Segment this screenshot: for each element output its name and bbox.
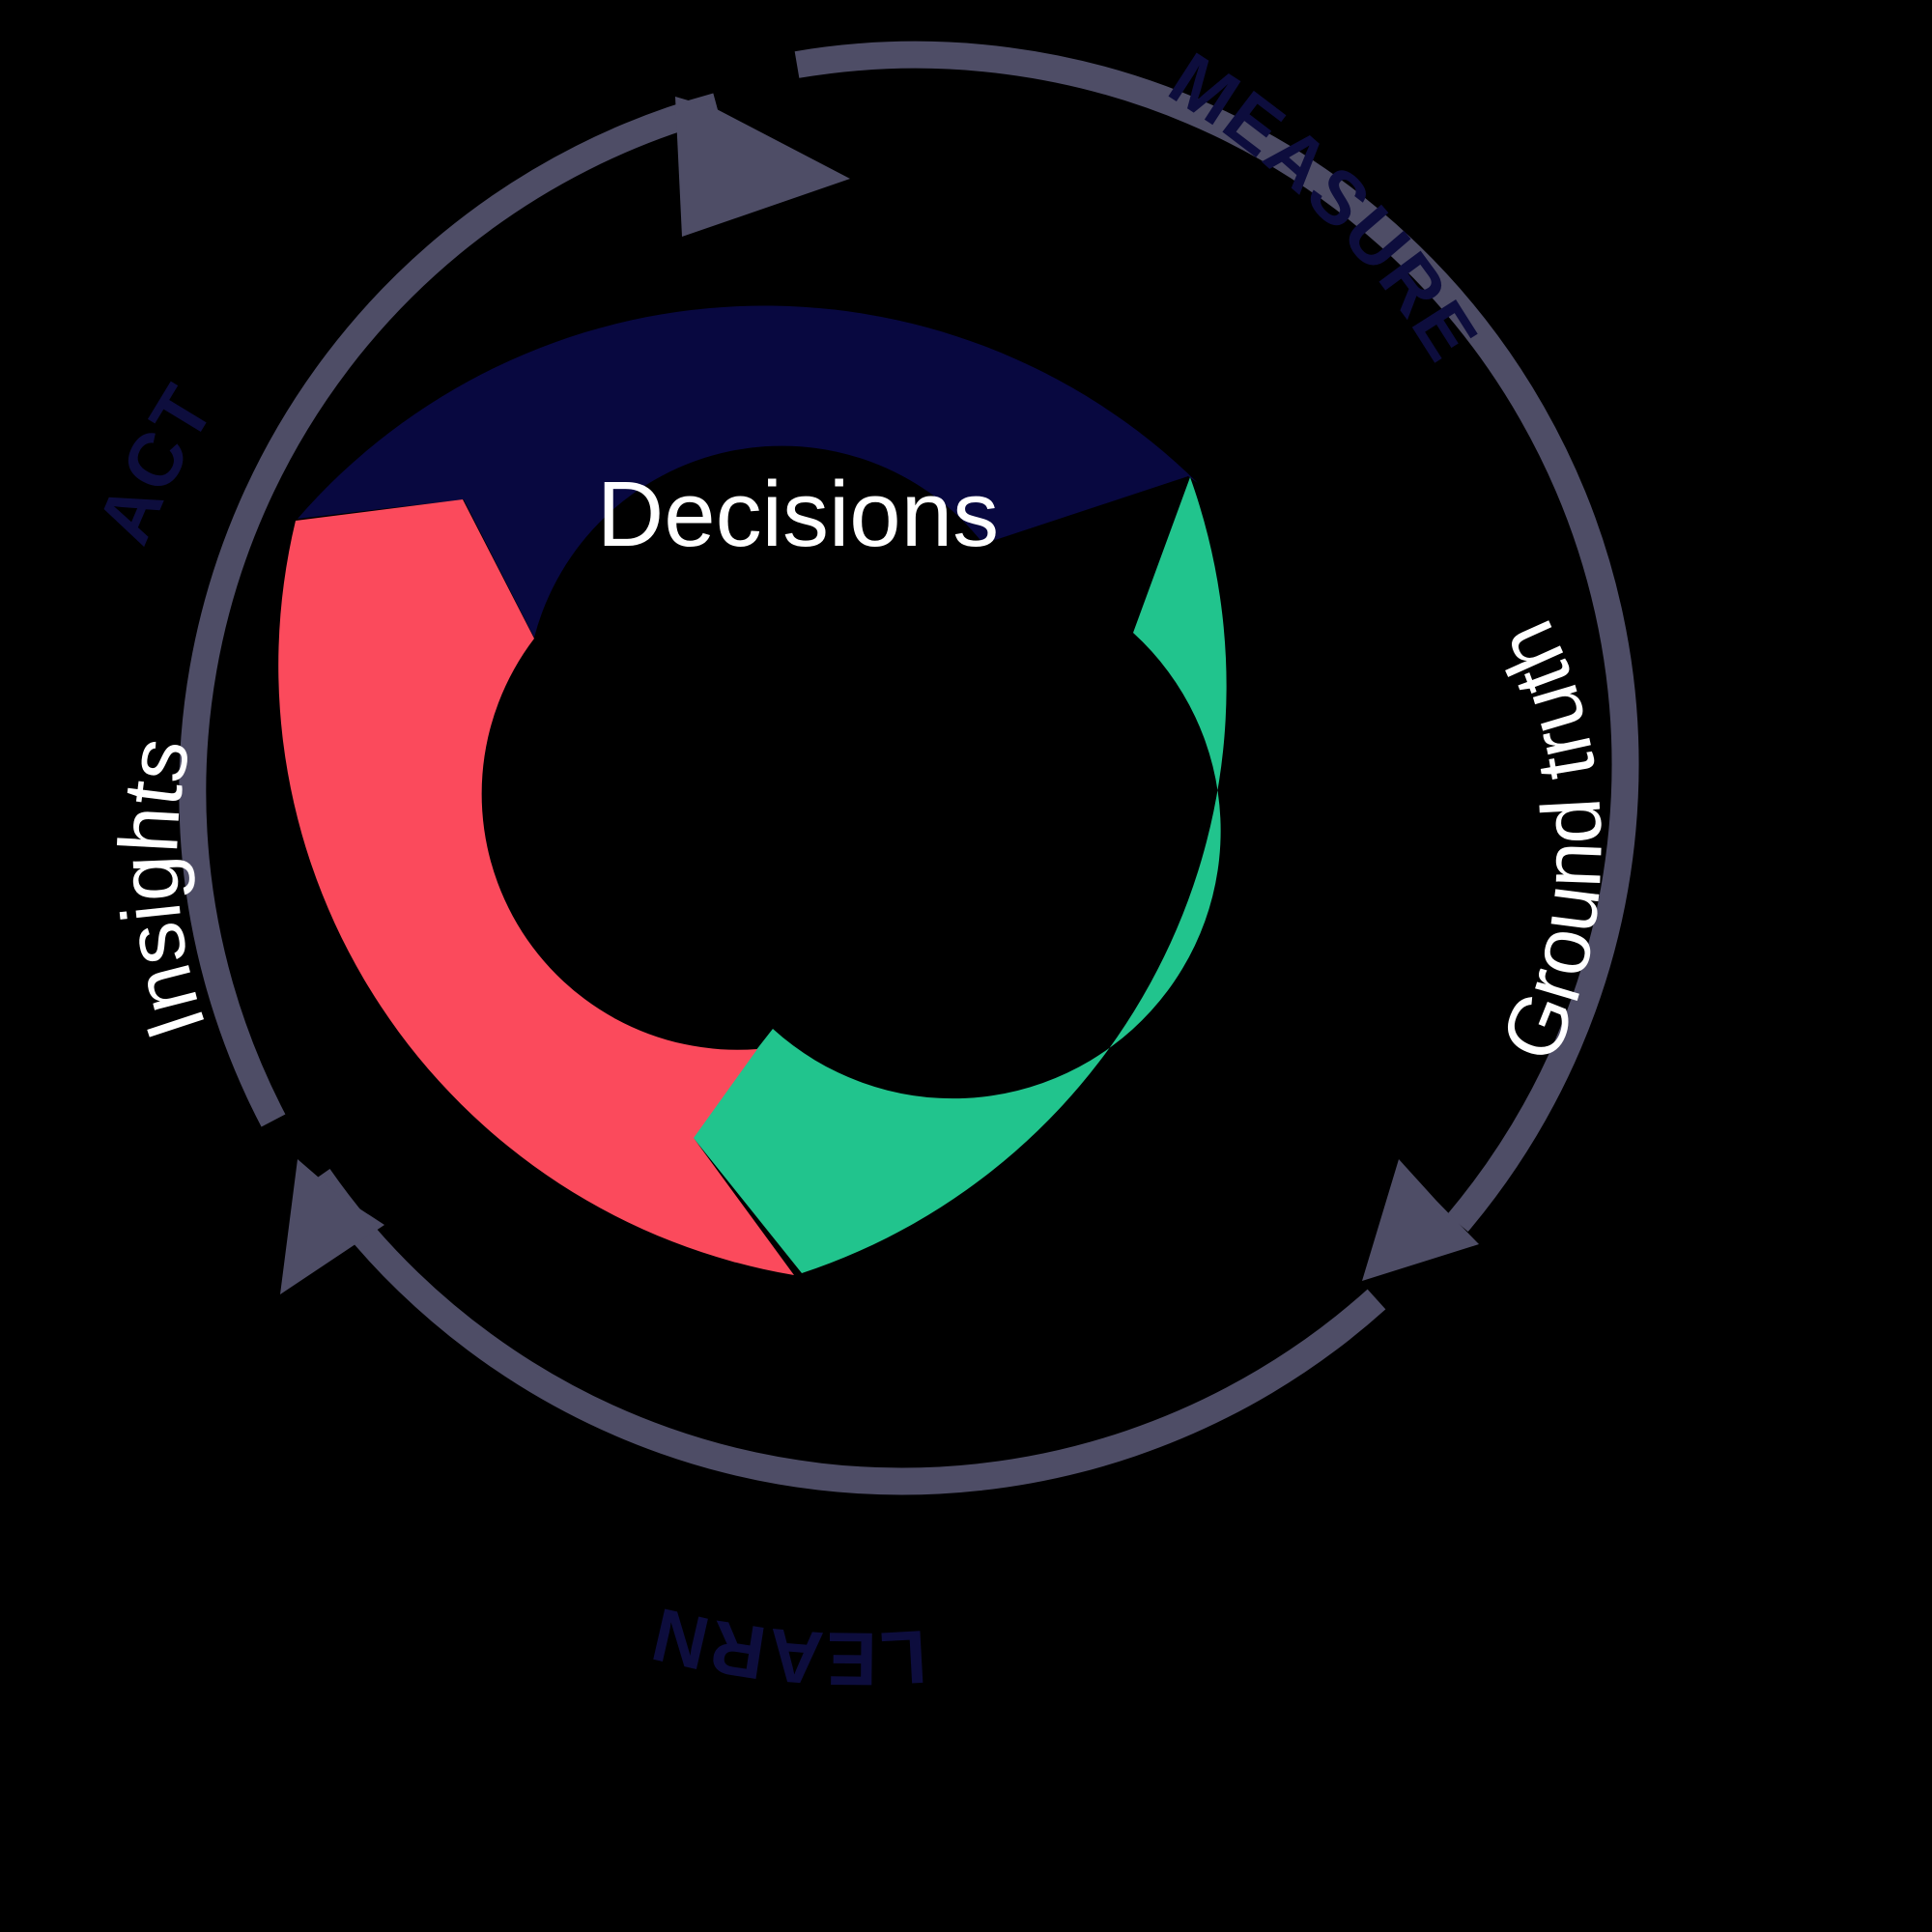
ring-arc-learn [307,1168,1386,1495]
segment-label-decisions: Decisions [597,463,999,566]
arrow-head-top [675,97,850,237]
outer-arrow-ring [179,41,1639,1495]
ring-arc-measure [794,41,1639,1233]
donut-segments [278,305,1227,1275]
ring-arc-act [179,93,721,1127]
center-hole [509,519,1017,1027]
arrow-head-lower-right [1362,1159,1479,1281]
segment-insights[interactable] [278,499,794,1275]
arrow-head-lower-left [280,1159,384,1294]
segment-decisions[interactable] [298,305,1198,638]
segment-ground-truth[interactable] [693,477,1227,1273]
